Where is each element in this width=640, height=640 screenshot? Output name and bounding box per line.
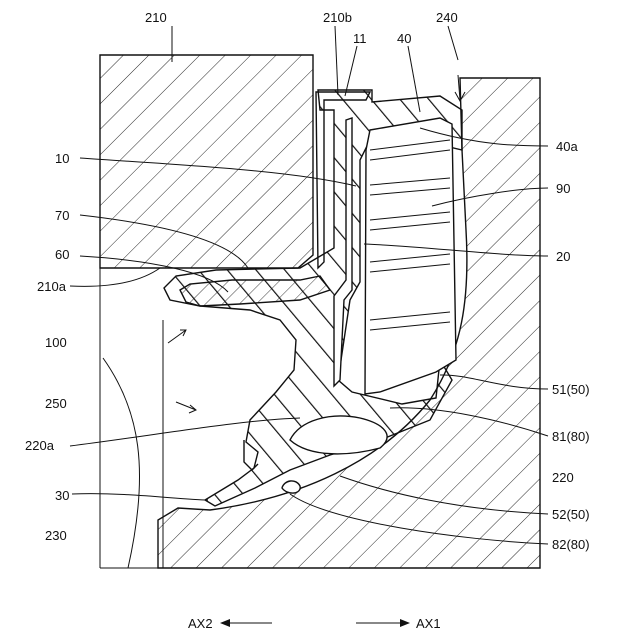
marker-250-arrow [176,402,196,413]
label-30: 30 [55,488,69,503]
label-81-80: 81(80) [552,429,590,444]
label-82-80: 82(80) [552,537,590,552]
label-10: 10 [55,151,69,166]
label-240: 240 [436,10,458,25]
label-250: 250 [45,396,67,411]
label-90: 90 [556,181,570,196]
label-220: 220 [552,470,574,485]
label-40: 40 [397,31,411,46]
arrow-right-icon [400,619,410,627]
marker-100-arrow [168,330,186,343]
axis-ax1-indicator: AX1 [356,616,441,631]
axis-ax2-label: AX2 [188,616,213,631]
axis-ax2-indicator: AX2 [188,616,272,631]
part-230-shaft-boundary [103,358,140,568]
label-60: 60 [55,247,69,262]
label-70: 70 [55,208,69,223]
label-20: 20 [556,249,570,264]
label-11: 11 [353,31,367,46]
label-100: 100 [45,335,67,350]
label-220a: 220a [25,438,55,453]
label-51-50: 51(50) [552,382,590,397]
arrow-left-icon [220,619,230,627]
axis-ax1-label: AX1 [416,616,441,631]
label-230: 230 [45,528,67,543]
label-52-50: 52(50) [552,507,590,522]
label-210: 210 [145,10,167,25]
part-52-bead [282,481,300,493]
label-40a: 40a [556,139,578,154]
label-210a: 210a [37,279,67,294]
label-210b: 210b [323,10,352,25]
